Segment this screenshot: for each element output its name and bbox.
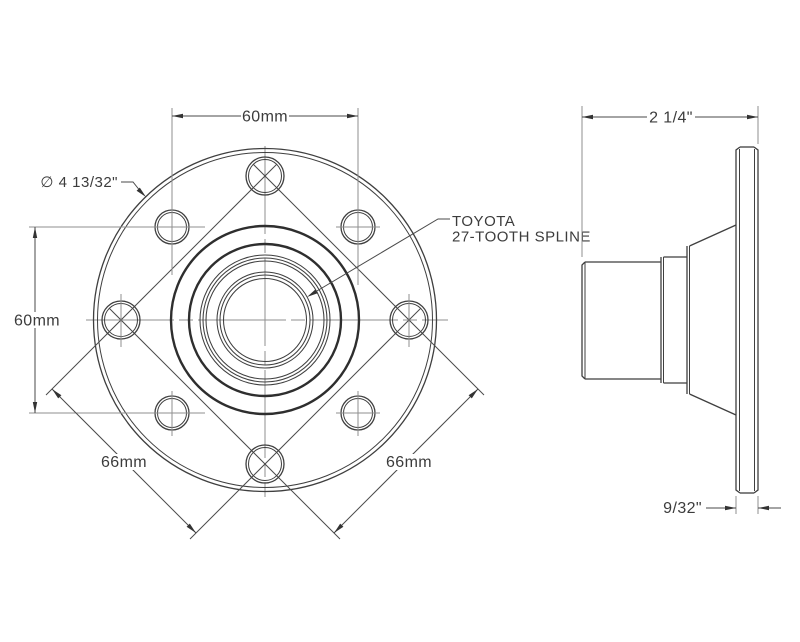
cone-top-slope: [689, 224, 737, 247]
dim-arrow-icon: [186, 523, 196, 533]
callout-outer-diameter: ∅ 4 13/32": [40, 174, 146, 197]
leader-line: [310, 218, 450, 295]
flange-right-edge: [753, 146, 759, 494]
dimension-overall-width: 2 1/4": [581, 106, 759, 257]
bolt-hole-se: [336, 391, 380, 436]
barrel-outline: [581, 261, 661, 380]
side-view: 2 1/4" 9/32": [581, 106, 781, 517]
dim-arrow-icon: [582, 114, 593, 120]
hub-boss-circle: [169, 224, 361, 416]
dim-text: 2 1/4": [649, 110, 693, 127]
bolt-hole-top: [245, 156, 285, 196]
dim-text-mask: [385, 454, 433, 470]
dim-text-mask: [647, 109, 695, 125]
dim-arrow-icon: [172, 113, 183, 119]
dim-text: 9/32": [663, 500, 702, 517]
dim-arrow-icon: [52, 389, 62, 399]
dim-arrow-icon: [347, 113, 358, 119]
flange-outer-rim: [92, 147, 438, 493]
hub-spline-rings: [169, 224, 361, 416]
diameter-label: ∅ 4 13/32": [40, 174, 118, 191]
dim-text-mask: [100, 454, 148, 470]
outer-rim-circle: [92, 147, 438, 493]
diamond-edge: [108, 307, 341, 540]
bolt-hole-bottom: [245, 444, 285, 484]
dimension-left-60mm: 60mm: [13, 226, 205, 414]
dim-text-mask: [241, 108, 289, 124]
spline-label-line2: 27-TOOTH SPLINE: [452, 229, 591, 246]
hole-inner-circle: [248, 159, 282, 193]
cone-outline: [686, 224, 737, 416]
hole-circle: [245, 444, 285, 484]
spline-ring: [216, 271, 314, 369]
dim-arrow-icon: [32, 227, 38, 238]
dim-arrow-icon: [747, 114, 758, 120]
dim-text: 60mm: [14, 313, 60, 330]
step-ring-outline: [660, 256, 687, 384]
dim-arrow-icon: [32, 402, 38, 413]
spline-ring: [202, 257, 328, 383]
spline-ring: [199, 254, 331, 386]
spline-bore-circle: [222, 277, 308, 363]
centerlines: [86, 146, 448, 497]
callout-spline: TOYOTA 27-TOOTH SPLINE: [307, 213, 591, 297]
dimension-lower-left-66mm: 66mm: [51, 388, 197, 534]
dim-arrow-icon: [758, 505, 769, 511]
spline-label-line1: TOYOTA: [452, 213, 515, 230]
dim-arrow-icon: [334, 523, 344, 533]
dimension-top-60mm: 60mm: [171, 108, 359, 285]
outer-rim-inner-circle: [97, 152, 433, 488]
dim-text: 66mm: [101, 454, 147, 471]
bolt-diamond-lines: [45, 163, 485, 540]
dim-text: 66mm: [386, 454, 432, 471]
leader-arrow-icon: [307, 289, 318, 297]
hole-circle: [245, 156, 285, 196]
flange-plate-outline: [735, 146, 759, 494]
flange-left-edge: [735, 146, 741, 494]
dim-text: 60mm: [242, 109, 288, 126]
cone-bottom-slope: [689, 393, 737, 416]
diamond-edge: [252, 163, 485, 396]
dimension-lower-right-66mm: 66mm: [333, 388, 479, 534]
bolt-holes-large: [101, 156, 429, 484]
barrel-left-edge: [581, 261, 586, 380]
front-view: 60mm 60mm 66mm 66mm: [13, 108, 591, 540]
hub-step-circle: [187, 242, 343, 398]
bolt-hole-right: [389, 294, 429, 347]
dim-text-mask: [13, 312, 61, 328]
dim-arrow-icon: [468, 389, 478, 399]
diamond-edge: [45, 163, 278, 396]
hole-inner-circle: [248, 447, 282, 481]
dim-arrow-icon: [725, 505, 736, 511]
spline-ring: [219, 274, 311, 366]
bolt-hole-left: [101, 294, 141, 347]
leader-line: [121, 181, 142, 193]
dimension-flange-thickness: 9/32": [663, 496, 781, 517]
spline-ring: [205, 260, 325, 380]
diamond-edge: [189, 307, 422, 540]
leader-arrow-icon: [136, 187, 146, 197]
